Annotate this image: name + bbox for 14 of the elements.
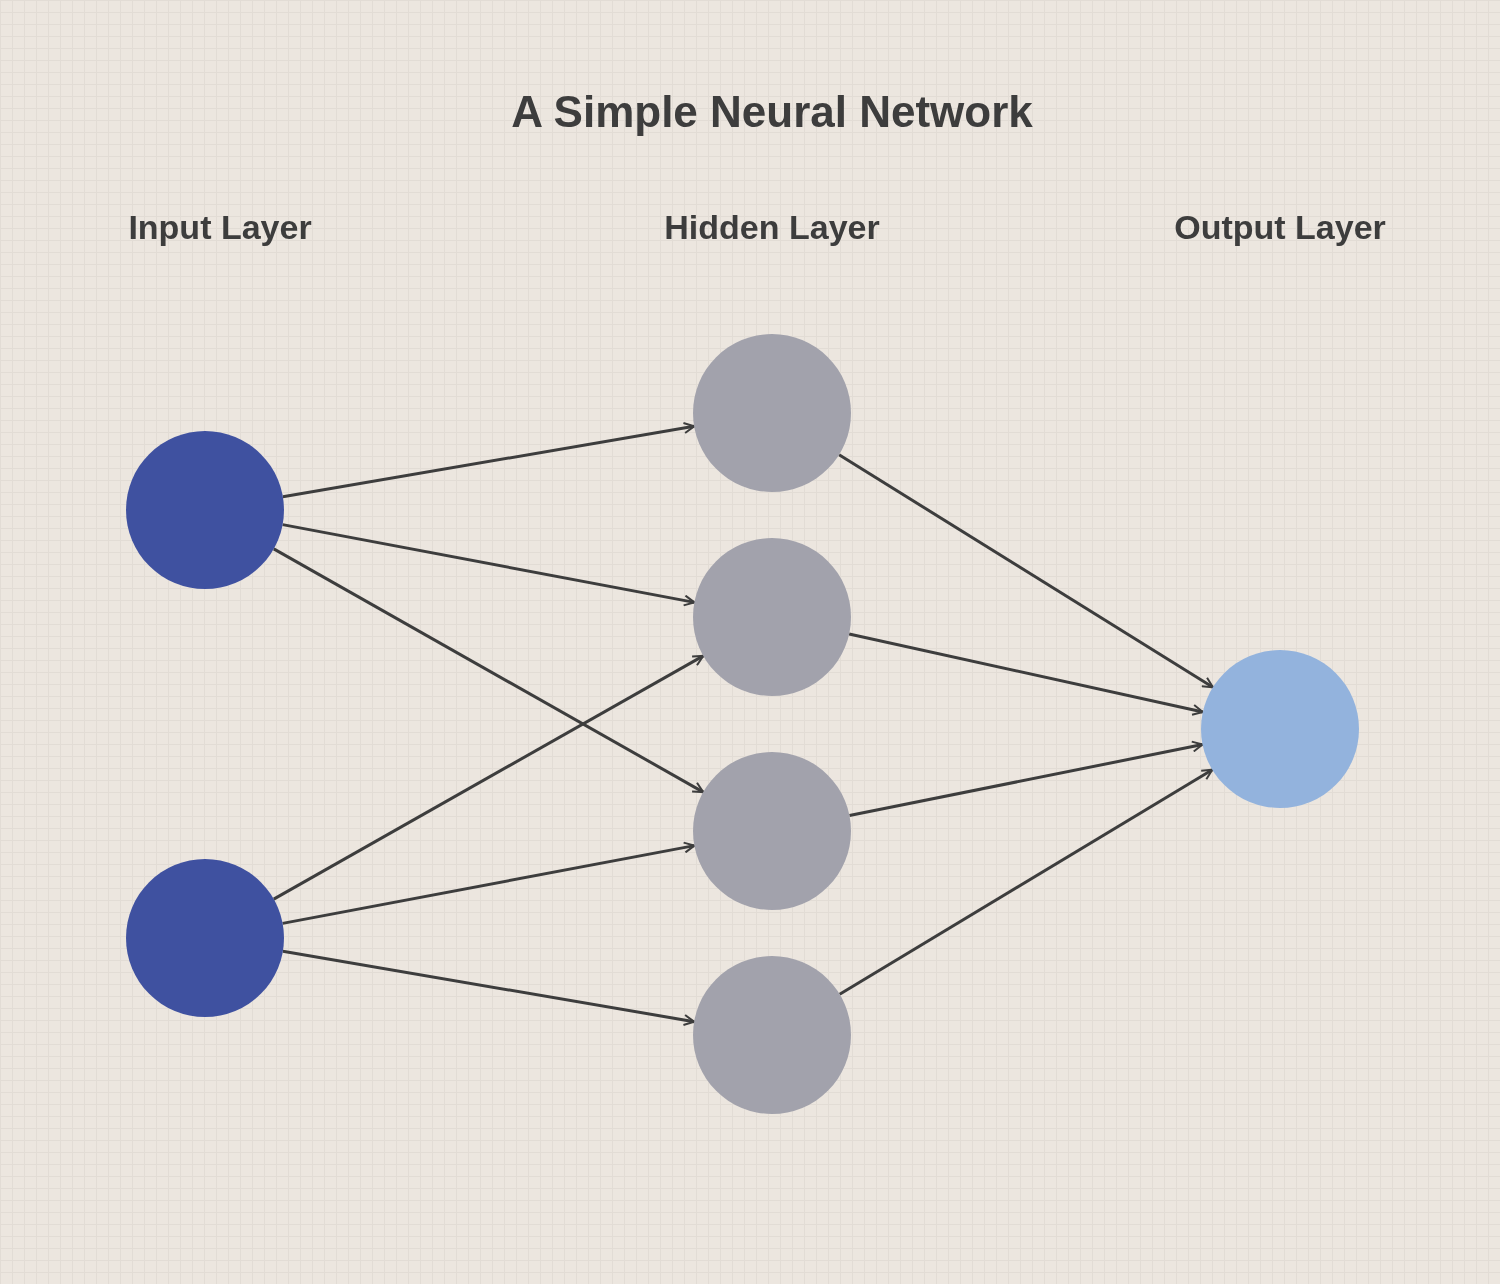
arrow: [282, 949, 696, 1026]
arrow: [848, 632, 1204, 716]
diagram-title: A Simple Neural Network: [510, 86, 1034, 138]
arrow: [838, 453, 1214, 689]
layer-label: Output Layer: [1173, 207, 1387, 248]
arrow: [273, 547, 705, 794]
arrow: [273, 654, 705, 901]
arrow: [282, 422, 696, 499]
layer-label: Hidden Layer: [663, 207, 881, 248]
arrow: [838, 768, 1214, 996]
arrow: [849, 740, 1204, 817]
arrow: [282, 841, 696, 925]
layer-label: Input Layer: [127, 207, 313, 248]
arrow: [282, 523, 696, 607]
